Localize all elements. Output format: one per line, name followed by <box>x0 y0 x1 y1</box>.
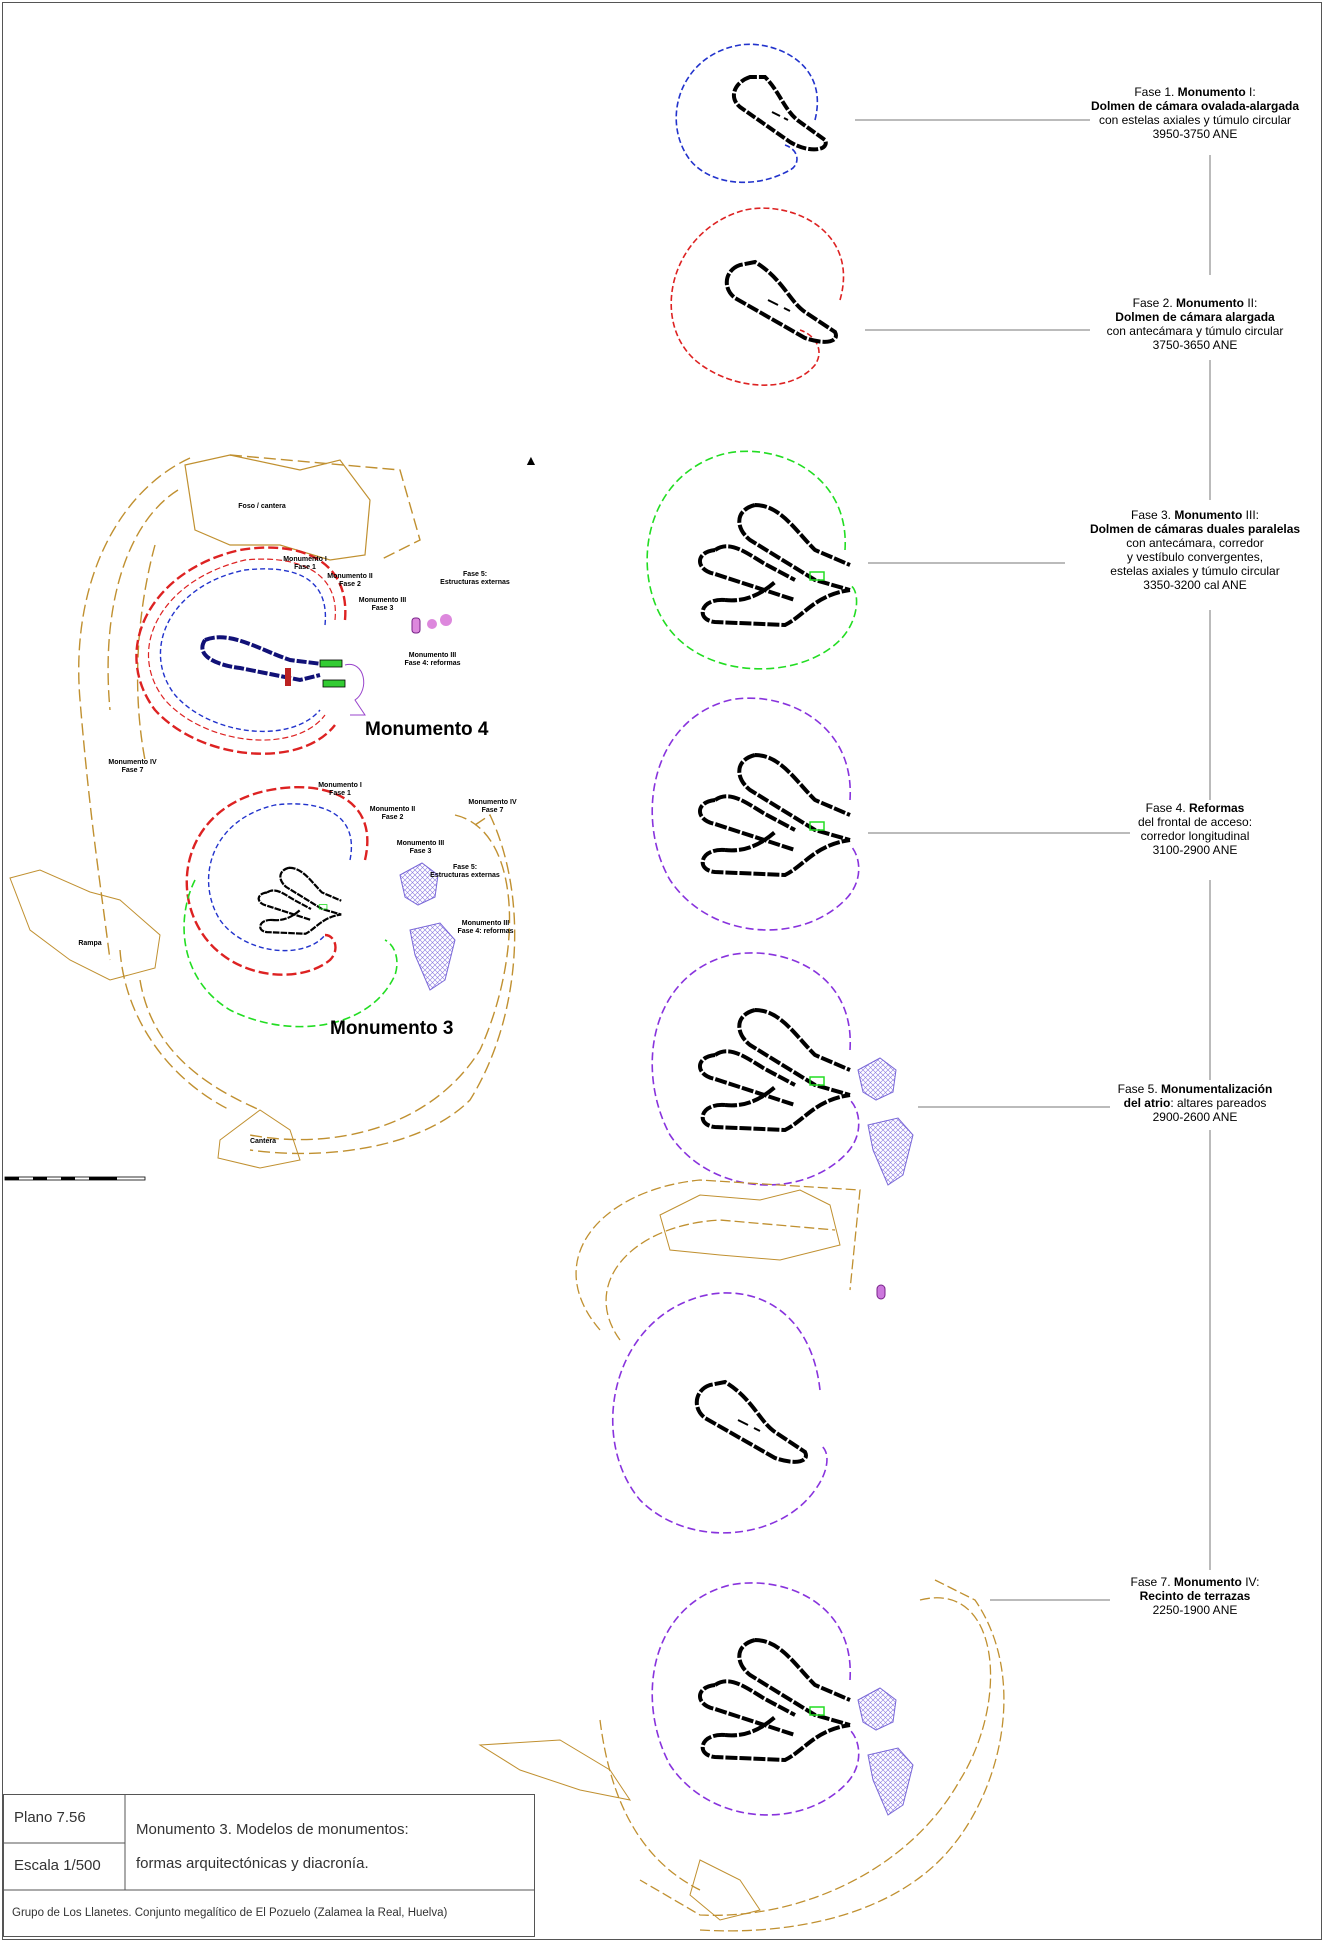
m3-chamber <box>257 866 343 935</box>
m4-fase5-label: Fase 5:Estructuras externas <box>440 571 510 586</box>
phase-5-label: Fase 5. Monumentalización del atrio: alt… <box>1117 1082 1273 1124</box>
phase-7-label: Fase 7. Monumento IV: Recinto de terraza… <box>1130 1575 1260 1617</box>
m3-terrace-3 <box>139 979 261 1111</box>
title-block: Plano 7.56 Escala 1/500 Monumento 3. Mod… <box>3 1794 535 1937</box>
phase6-tumulus <box>611 1292 828 1534</box>
m3-ramp <box>9 869 161 981</box>
m4-enclosure-inner <box>136 544 156 761</box>
phase-4-label: Fase 4. Reformas del frontal de acceso:c… <box>1137 801 1253 857</box>
m4-phase4-reform <box>344 664 366 716</box>
monumento-4-title: Monumento 4 <box>365 719 489 740</box>
m3-terrace-2 <box>249 813 516 1155</box>
phase-2-label: Fase 2. Monumento II: Dolmen de cámara a… <box>1106 296 1284 352</box>
rampa-label: Rampa <box>78 940 102 947</box>
phase7-ramp <box>478 1739 632 1801</box>
m3-fase5-label: Fase 5:Estructuras externas <box>430 864 500 879</box>
m4-enclosure-top <box>229 454 421 561</box>
phase7-terrace-3 <box>599 1719 701 1891</box>
plano-scale: Escala 1/500 <box>14 1857 101 1874</box>
m3-tumulus-red <box>185 786 369 976</box>
m3-terrace-4 <box>119 949 231 1111</box>
cantera-label: Cantera <box>249 1138 277 1145</box>
m4-enclosure-mid <box>107 489 179 711</box>
monumento-3-title: Monumento 3 <box>330 1018 454 1039</box>
m3-cantera <box>217 1109 301 1169</box>
phase5-tumulus <box>651 952 860 1186</box>
plano-title-line1: Monumento 3. Modelos de monumentos: <box>136 1821 409 1838</box>
phase4-tumulus <box>651 697 860 931</box>
phase6-quarry <box>659 1189 841 1261</box>
m4-tumulus-blue <box>159 568 327 733</box>
north-arrow-icon: ▲ <box>524 452 538 468</box>
phase-1-label: Fase 1. Monumento I: Dolmen de cámara ov… <box>1090 85 1300 141</box>
phase7-cantera <box>689 1859 761 1921</box>
phase7-terrace-2 <box>699 1579 1005 1932</box>
m3-tumulus-green <box>183 879 398 1028</box>
phase3-tumulus <box>646 450 858 670</box>
phase1-tumulus <box>675 43 818 184</box>
phase-3-label: Fase 3. Monumento III: Dolmen de cámaras… <box>1089 508 1301 592</box>
plano-title-line2: formas arquitectónicas y diacronía. <box>136 1855 369 1872</box>
phase7-terrace-1 <box>639 1597 992 1916</box>
m4-chamber <box>200 635 331 683</box>
m3-tumulus-blue <box>207 803 353 952</box>
plano-footer: Grupo de Los Llanetes. Conjunto megalíti… <box>12 1907 448 1919</box>
m3-terrace-1 <box>249 814 511 1141</box>
phase7-tumulus <box>651 1582 860 1816</box>
m4-tumulus-red <box>135 546 347 755</box>
plano-number: Plano 7.56 <box>14 1809 86 1826</box>
foso-label: Foso / cantera <box>238 503 286 510</box>
phase6-enclosure-inner <box>605 1219 836 1341</box>
scale-bar <box>4 1176 146 1181</box>
m4-quarry <box>184 454 371 561</box>
phase6-enclosure-outer <box>575 1179 861 1331</box>
m4-tumulus-red-inner <box>148 558 336 741</box>
m4-enclosure-outer <box>78 457 191 961</box>
phase2-tumulus <box>670 207 845 386</box>
